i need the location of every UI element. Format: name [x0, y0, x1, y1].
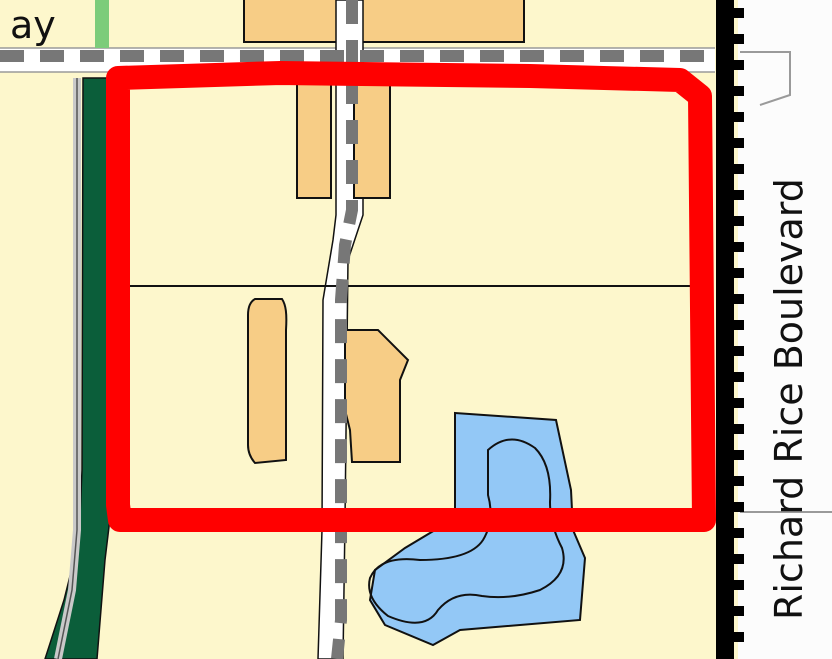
water-inner-outline	[368, 438, 565, 624]
street-label-vertical: Richard Rice Boulevard	[767, 178, 811, 620]
north-building-outline	[243, 0, 525, 43]
north-greenbelt-strip	[95, 0, 109, 48]
east-parcel-background	[738, 0, 832, 659]
street-label-top-partial: ay	[10, 3, 56, 47]
north-building	[244, 0, 524, 42]
west-dark-trail-line	[57, 78, 78, 659]
highlight-boundary	[106, 61, 716, 532]
lower-center-building	[344, 329, 410, 463]
upper-left-building	[296, 75, 332, 199]
railroad-ties	[734, 8, 744, 642]
central-trail-dashes-vertical	[331, 0, 358, 659]
east-parcel-line-upper	[740, 51, 791, 106]
lower-left-building	[247, 298, 288, 465]
upper-right-building	[353, 75, 391, 199]
railroad-line	[716, 0, 734, 659]
